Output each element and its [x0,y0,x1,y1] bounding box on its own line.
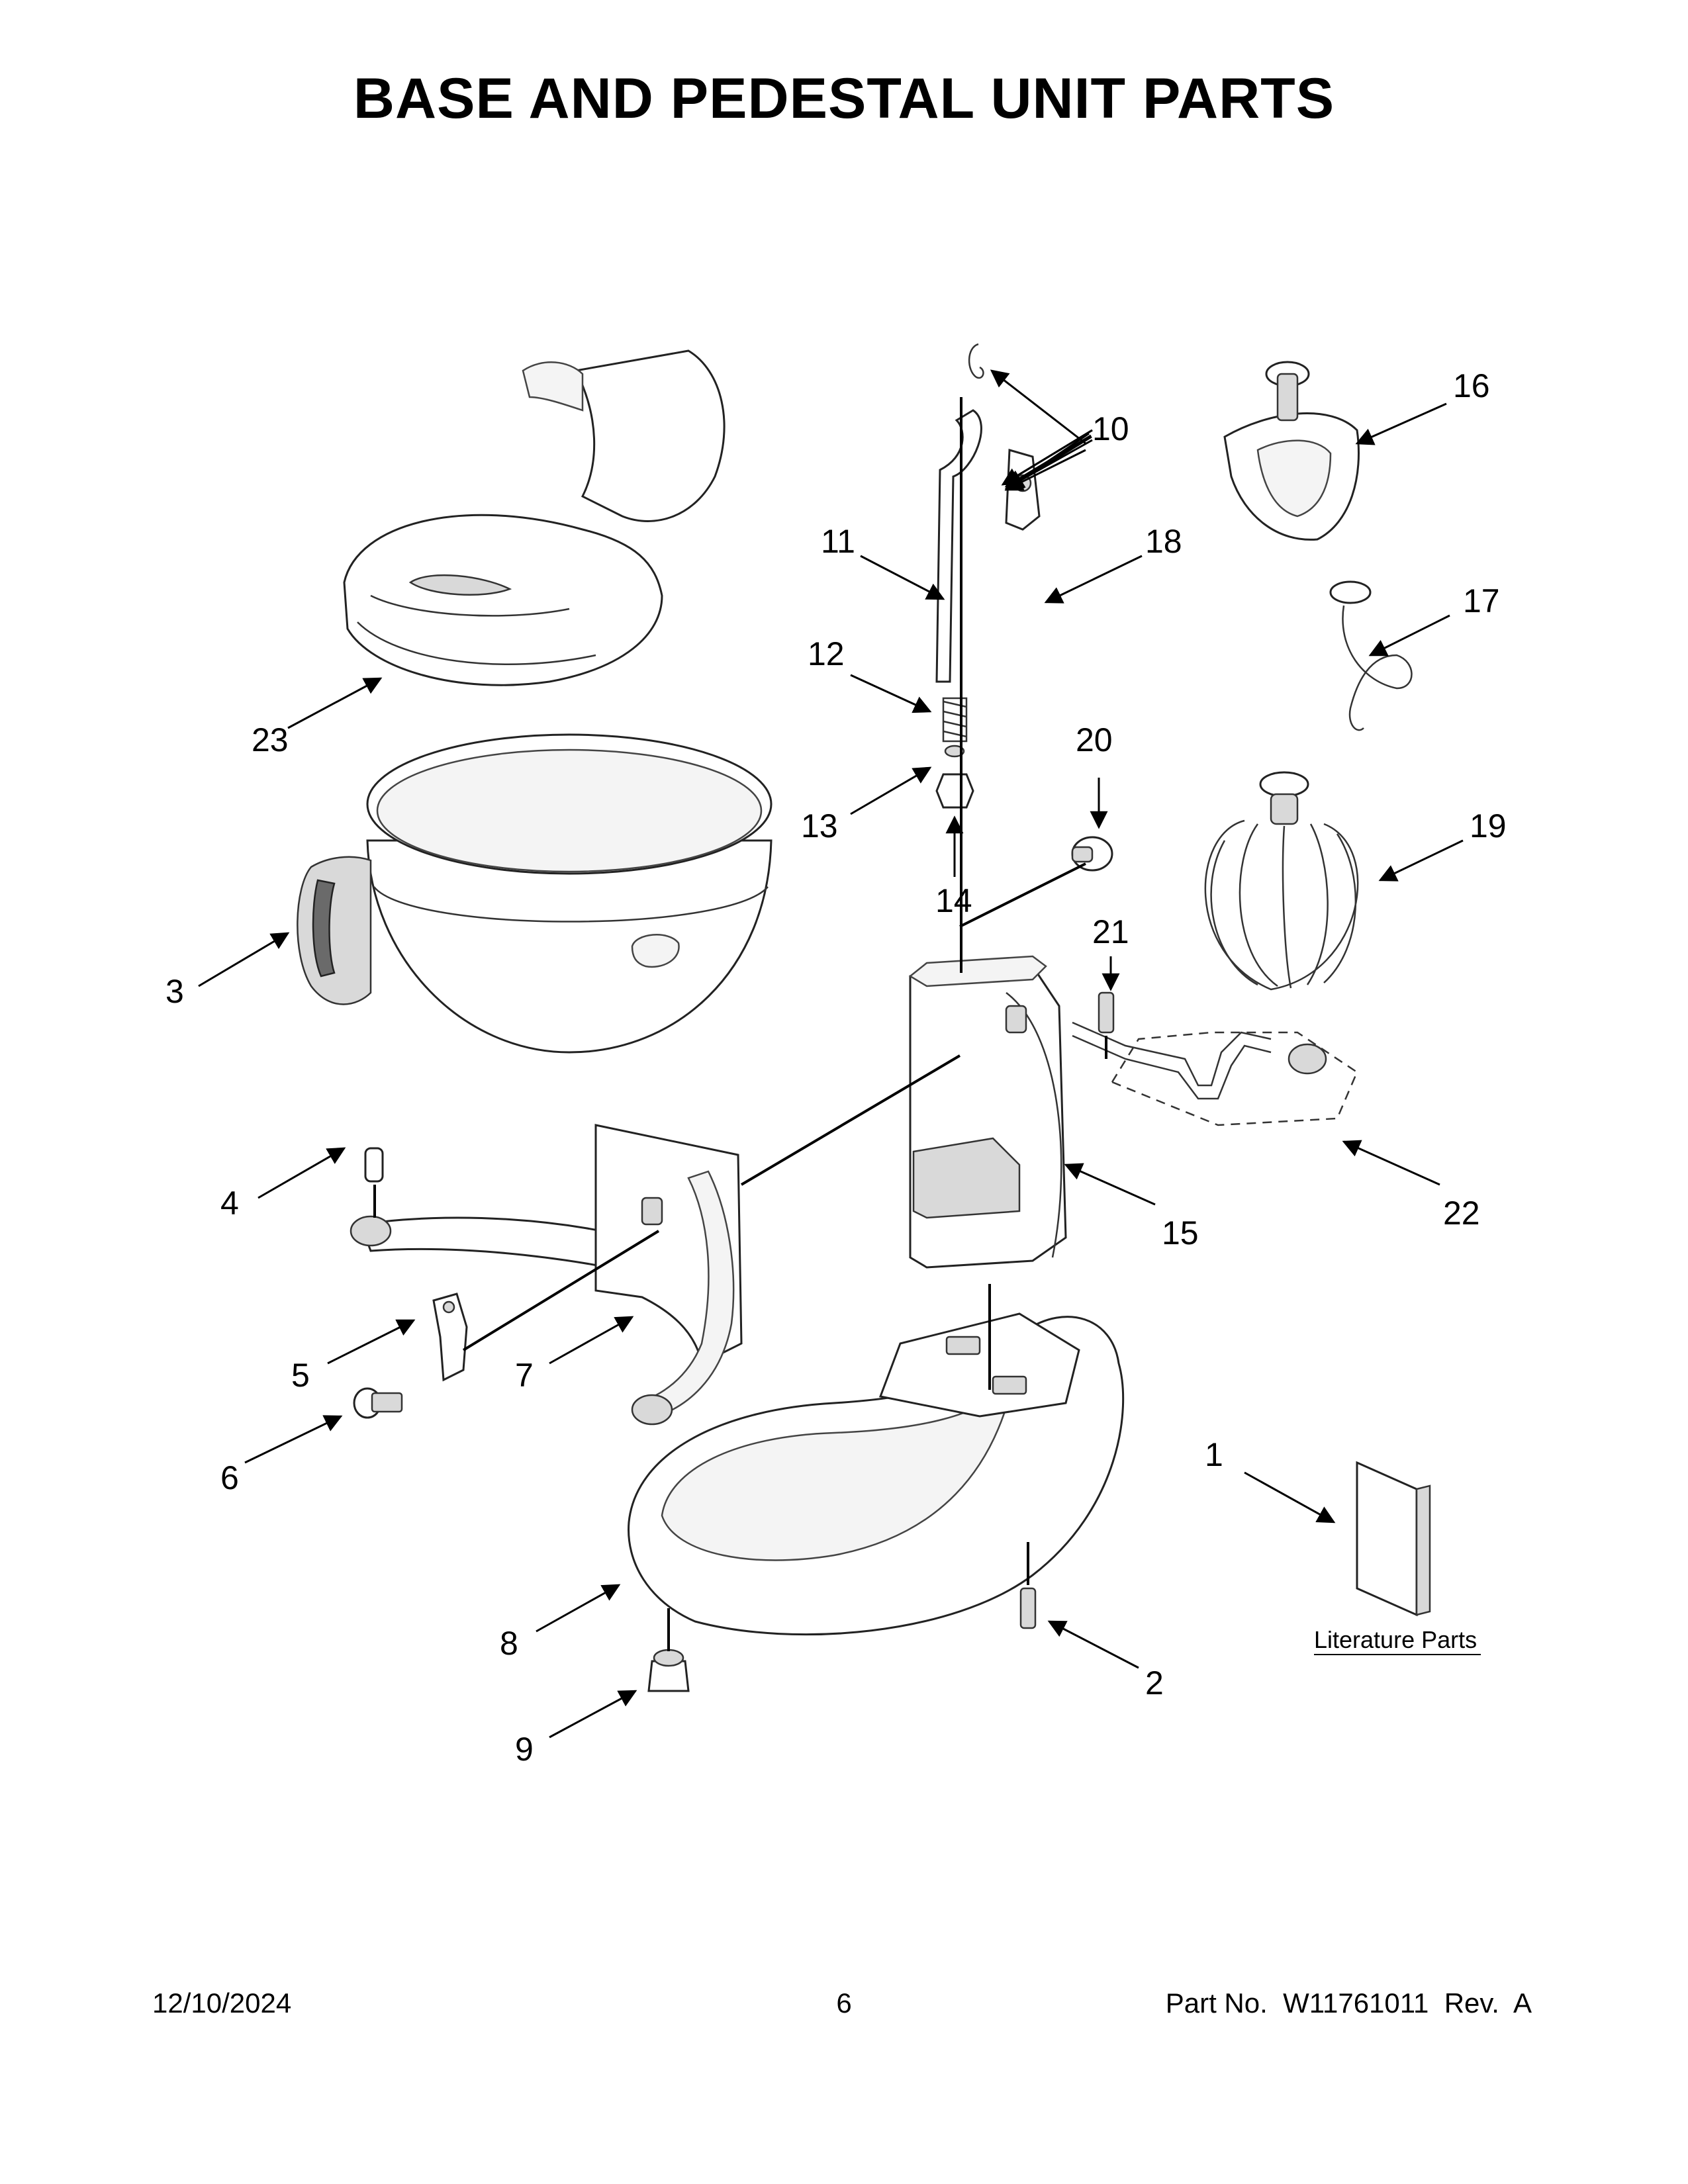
callout-13: 13 [801,807,838,844]
bowl-support [350,1124,743,1426]
lift-lever [1005,449,1041,531]
callout-9: 9 [515,1731,534,1768]
footer-part-number: Part No. W11761011 Rev. A [1165,1987,1532,2019]
flat-beater [1223,361,1360,541]
callout-4: 4 [220,1185,239,1222]
bracket-clip [432,1293,468,1382]
footer-date: 12/10/2024 [152,1987,292,2019]
callout-11: 11 [821,523,855,560]
callout-22: 22 [1443,1195,1480,1232]
base-screw [1019,1587,1037,1629]
callout-5: 5 [291,1357,310,1394]
callout-6: 6 [220,1459,239,1496]
callout-21: 21 [1092,913,1129,950]
hex-nut [935,773,974,809]
callout-8: 8 [500,1625,518,1662]
callout-2: 2 [1145,1664,1164,1702]
callout-16: 16 [1453,367,1490,404]
lift-rod [935,409,982,683]
wire-whip [1204,771,1359,991]
leader-arrows [1001,429,1093,491]
callout-leaders [198,369,1464,1739]
lift-crank [1072,1021,1358,1126]
screw [353,1387,403,1419]
callout-7: 7 [515,1357,534,1394]
page-title: BASE AND PEDESTAL UNIT PARTS [353,67,1335,130]
rubber-foot [647,1649,690,1692]
callout-3: 3 [165,973,184,1010]
retainer-clip [968,343,984,379]
literature-parts-label: Literature Parts [1314,1626,1477,1653]
mixing-bowl [297,733,773,1054]
pedestal-column [908,955,1067,1269]
callout-18: 18 [1145,523,1182,560]
callout-12: 12 [808,635,845,672]
callout-14: 14 [935,882,972,919]
assembly-lines [373,397,1107,1651]
literature-booklet [1356,1461,1431,1617]
pin-screw [1098,991,1115,1034]
mixer-base [628,1312,1125,1636]
callout-10: 10 [1092,410,1129,447]
pouring-shield [343,349,726,686]
callout-numbers: 1 2 3 4 5 6 7 8 9 10 11 12 13 14 15 16 1… [165,367,1507,1768]
callout-20: 20 [1076,721,1113,758]
callout-1: 1 [1205,1436,1223,1473]
spring [942,697,968,758]
callout-17: 17 [1463,582,1500,619]
callout-19: 19 [1470,807,1507,844]
callout-15: 15 [1162,1214,1199,1251]
callout-23: 23 [252,721,289,758]
speed-knob [1071,836,1113,872]
dough-hook [1329,580,1413,731]
footer-page-number: 6 [836,1987,852,2019]
